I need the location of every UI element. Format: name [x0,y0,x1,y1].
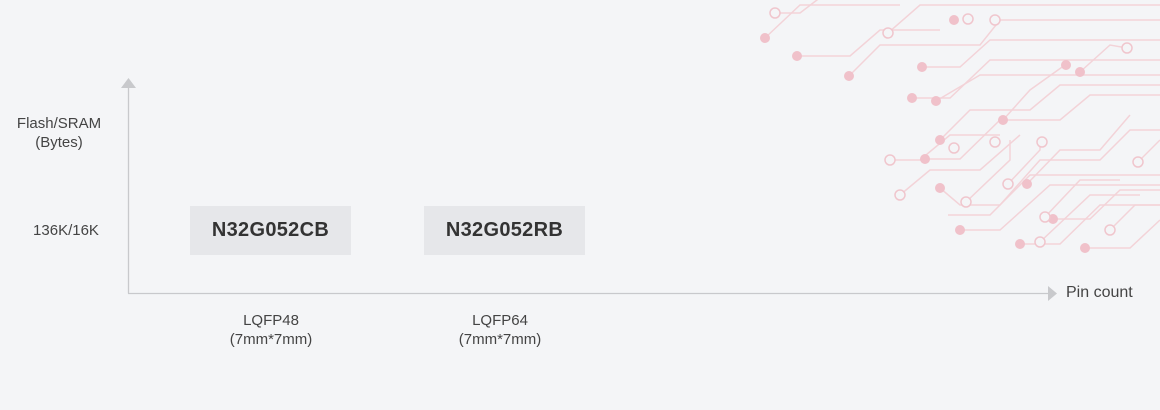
y-axis-arrow [121,78,136,88]
chip-n32g052rb: N32G052RB [424,206,585,255]
y-axis-label: Flash/SRAM (Bytes) [0,114,118,152]
package-size: (7mm*7mm) [458,331,542,348]
package-lqfp48: LQFP48 (7mm*7mm) [186,311,356,349]
package-name: LQFP64 [472,312,528,329]
chip-n32g052cb: N32G052CB [190,206,351,255]
package-name: LQFP48 [243,312,299,329]
x-axis-arrow [1048,286,1057,301]
package-size: (7mm*7mm) [229,331,313,348]
x-axis-label: Pin count [1066,284,1133,301]
package-lqfp64: LQFP64 (7mm*7mm) [415,311,585,349]
y-axis-label-line2: (Bytes) [35,134,83,151]
y-axis-tick-label: 136K/16K [33,222,99,239]
y-axis-label-line1: Flash/SRAM [16,115,102,132]
